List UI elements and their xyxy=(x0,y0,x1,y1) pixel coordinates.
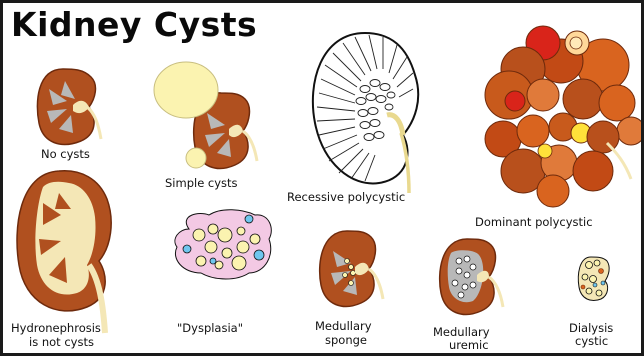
hydronephrosis-kidney xyxy=(17,171,111,333)
label-dysplasia: "Dysplasia" xyxy=(177,321,243,335)
label-recessive-polycystic: Recessive polycystic xyxy=(287,190,405,204)
dominant-polycystic-kidney xyxy=(485,26,641,207)
label-no-cysts: No cysts xyxy=(41,147,90,161)
label-medullary-uremic-line1: Medullary xyxy=(433,325,490,339)
label-simple-cysts: Simple cysts xyxy=(165,176,238,190)
label-dominant-polycystic: Dominant polycystic xyxy=(475,215,593,229)
dialysis-cystic-kidney xyxy=(578,257,609,301)
label-dialysis-line1: Dialysis xyxy=(569,321,613,335)
medullary-sponge-kidney xyxy=(320,231,383,306)
recessive-polycystic-kidney xyxy=(313,33,418,193)
medullary-uremic-kidney xyxy=(440,239,503,314)
kidney-illustrations xyxy=(3,3,641,353)
no-cysts-kidney xyxy=(37,69,101,144)
label-medullary-sponge-line1: Medullary xyxy=(315,319,372,333)
label-medullary-sponge-line2: sponge xyxy=(325,333,367,347)
label-hydronephrosis-line1: Hydronephrosis xyxy=(11,321,101,335)
dysplasia-kidney xyxy=(175,210,271,279)
simple-cysts-kidney xyxy=(154,62,257,168)
label-hydronephrosis-line2: is not cysts xyxy=(29,335,94,349)
label-dialysis-line2: cystic xyxy=(575,334,608,348)
label-medullary-uremic-line2: uremic xyxy=(449,338,489,352)
